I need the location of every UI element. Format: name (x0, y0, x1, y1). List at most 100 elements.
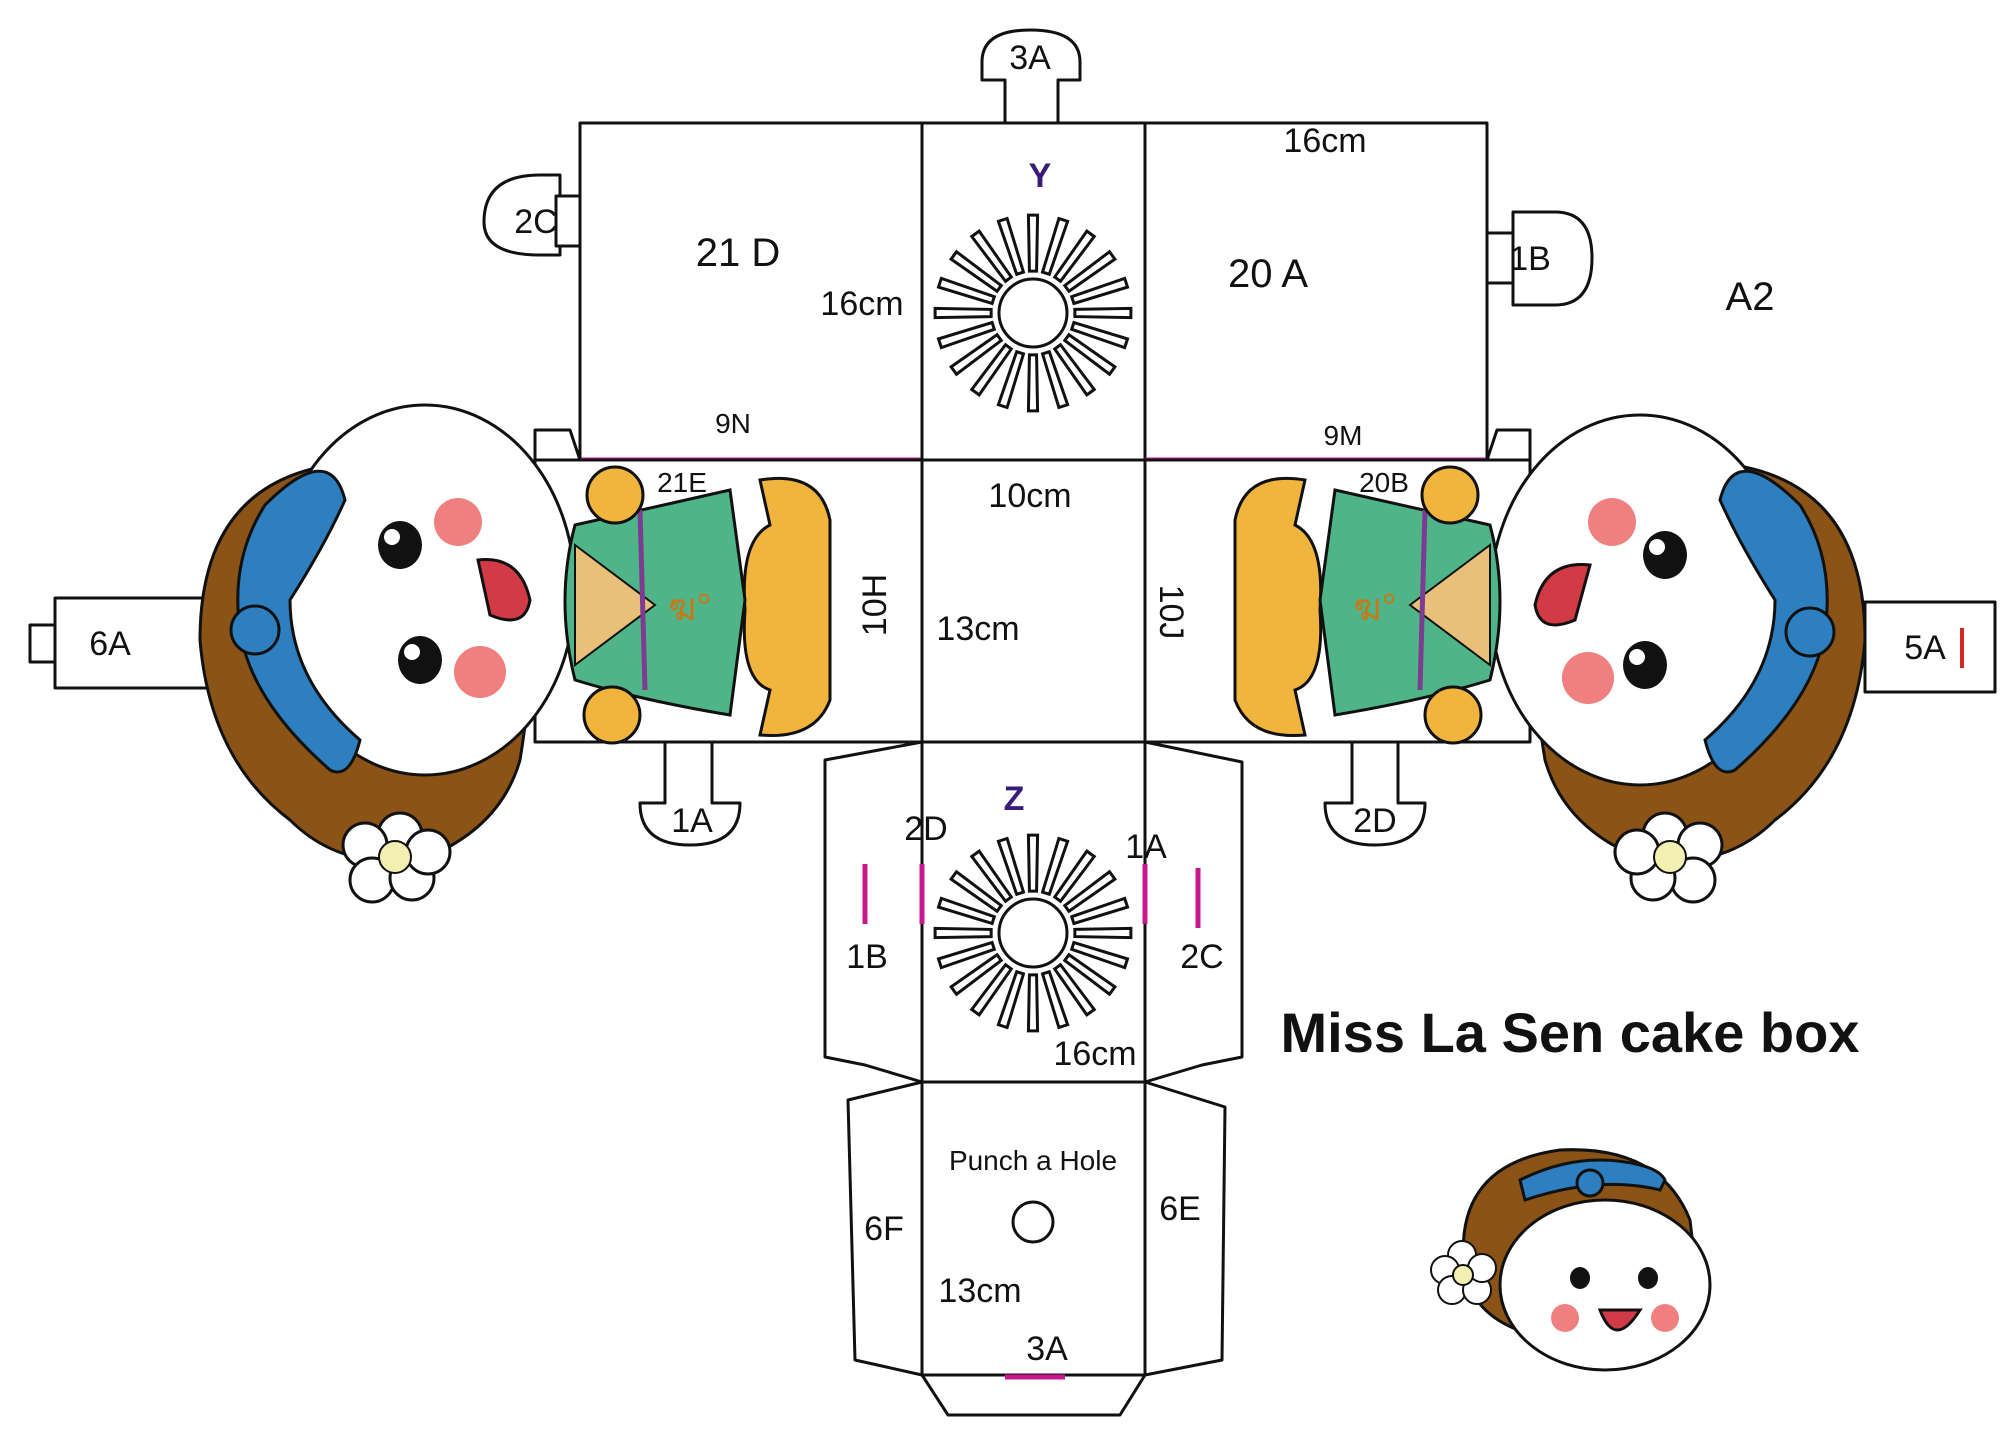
vent-slot (1052, 962, 1097, 1018)
vent-slot (1026, 353, 1040, 413)
tab-top-3a: 3A (980, 28, 1082, 125)
vent-slot (1069, 896, 1130, 926)
vent-slot (1062, 869, 1118, 914)
panel-front-label: 20 A (1228, 252, 1308, 296)
tab-lower-1a: 1A (638, 740, 742, 847)
vent-slot (1040, 836, 1070, 897)
dim-top-16cm: 16cm (1283, 122, 1366, 160)
panel-front: 16cm 20 A 9M (1143, 121, 1489, 463)
edge-front-bottom: 9M (1324, 420, 1363, 451)
vent-slot (1026, 213, 1040, 273)
dim-13cm-mid: 13cm (936, 610, 1019, 648)
panel-back: 21 D 16cm 9N (578, 121, 924, 463)
sunburst-vent-y (933, 213, 1133, 413)
panel-bottom-z: Z 2D 1A 1B 2C 16cm (823, 740, 1244, 1084)
girl-left-body: ฆ° (563, 465, 832, 745)
bottom-tab-label: 3A (1026, 1330, 1068, 1368)
tab-lower-2d: 2D (1323, 740, 1427, 847)
vent-center (997, 897, 1069, 969)
sheet-label: A2 (1726, 275, 1775, 319)
dress-emblem-right: ฆ° (1353, 587, 1396, 629)
lid-letter-z: Z (1004, 780, 1025, 818)
vent-slot (1052, 848, 1097, 904)
vent-slot (996, 836, 1026, 897)
tab-side-left-6a: 6A (28, 596, 212, 690)
vent-slot (969, 848, 1014, 904)
edge-left-corner: 21E (657, 467, 707, 498)
tab-5a-label: 5A (1904, 629, 1946, 667)
vent-slot (1040, 349, 1070, 410)
vent-slot (1069, 940, 1130, 970)
small-girl-face (1430, 1148, 1712, 1372)
tab-1a-label: 1A (671, 802, 713, 840)
flower-right (1613, 811, 1724, 904)
tab-2d-label: 2D (1353, 802, 1396, 840)
vent-slot (1052, 342, 1097, 398)
girl-left-head (198, 403, 577, 904)
panel-top-lid: Y (920, 121, 1147, 462)
dim-back-16cm: 16cm (820, 285, 903, 323)
mark-2d: 2D (904, 810, 947, 848)
vent-slot (1062, 332, 1118, 377)
vent-slot (936, 940, 997, 970)
vent-slot (1069, 320, 1130, 350)
lid-letter-y: Y (1029, 157, 1052, 195)
edge-back-bottom: 9N (715, 408, 751, 439)
edge-left-fold: 10H (856, 574, 894, 636)
tab-side-right-5a: 5A (1863, 600, 1997, 694)
vent-slot (933, 926, 993, 940)
tab-6a-label: 6A (89, 625, 131, 663)
flower-left (341, 811, 452, 904)
punch-hole-circle (1011, 1200, 1055, 1244)
vent-slot (996, 969, 1026, 1030)
vent-slot (1069, 276, 1130, 306)
edge-right-corner: 20B (1359, 467, 1409, 498)
edge-right-fold: 10J (1152, 585, 1190, 640)
tab-right-1b: 1B (1485, 210, 1594, 307)
tab-right-label: 1B (1509, 240, 1551, 278)
vent-slot (948, 249, 1004, 294)
vent-slot (948, 952, 1004, 997)
mark-1a: 1A (1125, 828, 1167, 866)
vent-slot (948, 332, 1004, 377)
vent-slot (1073, 306, 1133, 320)
vent-slot (1026, 973, 1040, 1033)
dim-10cm: 10cm (988, 477, 1071, 515)
vent-slot (996, 216, 1026, 277)
vent-slot (1062, 249, 1118, 294)
dress-emblem-left: ฆ° (668, 587, 711, 629)
flap-6f-label: 6F (864, 1210, 904, 1248)
vent-slot (969, 962, 1014, 1018)
vent-slot (1040, 969, 1070, 1030)
girl-right-body: ฆ° (1233, 465, 1502, 745)
vent-slot (996, 349, 1026, 410)
vent-slot (969, 228, 1014, 284)
girl-right-head (1488, 413, 1867, 904)
vent-center (997, 277, 1069, 349)
vent-slot (948, 869, 1004, 914)
tab-top-label: 3A (1009, 39, 1051, 77)
page-title: Miss La Sen cake box (1281, 1001, 1860, 1064)
vent-slot (1040, 216, 1070, 277)
flap-1b-label: 1B (846, 938, 888, 976)
dim-13cm-lid: 13cm (938, 1272, 1021, 1310)
dim-16cm-z: 16cm (1053, 1035, 1136, 1073)
vent-slot (936, 896, 997, 926)
sunburst-vent-z (933, 833, 1133, 1033)
tab-left-2c: 2C (482, 173, 582, 257)
vent-slot (969, 342, 1014, 398)
vent-slot (936, 276, 997, 306)
flap-6e-label: 6E (1159, 1190, 1201, 1228)
vent-slot (1026, 833, 1040, 893)
small-flower (1430, 1240, 1497, 1305)
panel-lid: Punch a Hole 13cm 6F 6E 3A (846, 1080, 1227, 1417)
tab-left-label: 2C (514, 203, 557, 241)
punch-hole-instruction: Punch a Hole (949, 1145, 1117, 1176)
vent-slot (1062, 952, 1118, 997)
vent-slot (933, 306, 993, 320)
vent-slot (1052, 228, 1097, 284)
vent-slot (1073, 926, 1133, 940)
vent-slot (936, 320, 997, 350)
flap-2c-label: 2C (1180, 938, 1223, 976)
